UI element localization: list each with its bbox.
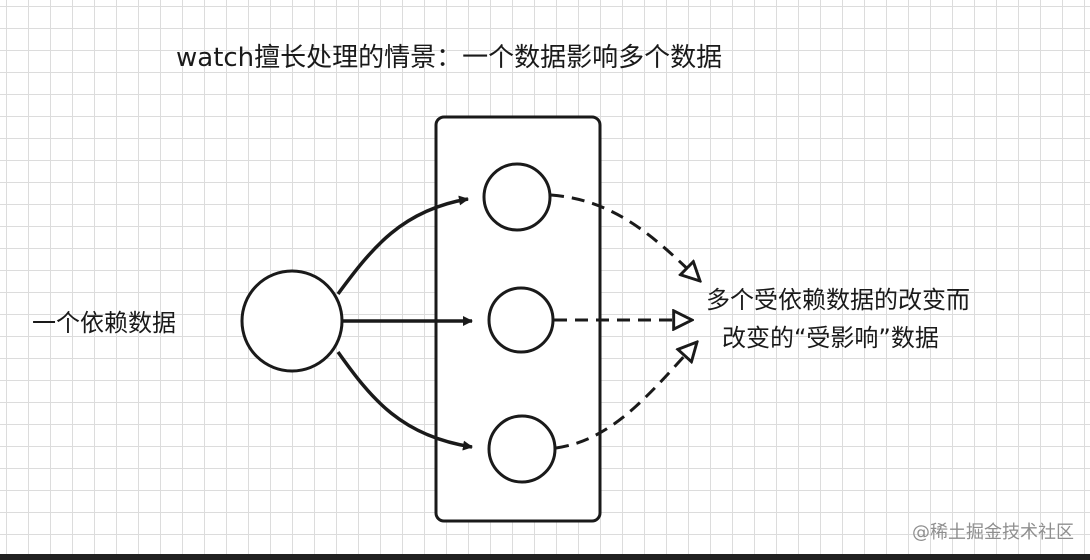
source-label: 一个依赖数据 — [32, 309, 176, 337]
dependent-node-top — [482, 162, 552, 232]
dashed-edge-top — [550, 193, 700, 281]
bottom-border — [0, 554, 1090, 560]
target-label-line2: 改变的“受影响”数据 — [722, 324, 939, 352]
edge-source-to-top — [336, 195, 469, 296]
dashed-edge-bottom — [555, 342, 697, 450]
diagram-title: watch擅长处理的情景：一个数据影响多个数据 — [176, 43, 722, 73]
target-label-line1: 多个受依赖数据的改变而 — [706, 286, 970, 314]
source-node — [240, 269, 344, 373]
edge-source-to-bottom — [336, 350, 473, 451]
watermark-text: @稀土掘金技术社区 — [912, 522, 1074, 543]
dependent-node-middle — [487, 286, 555, 354]
dependent-node-bottom — [487, 414, 557, 484]
